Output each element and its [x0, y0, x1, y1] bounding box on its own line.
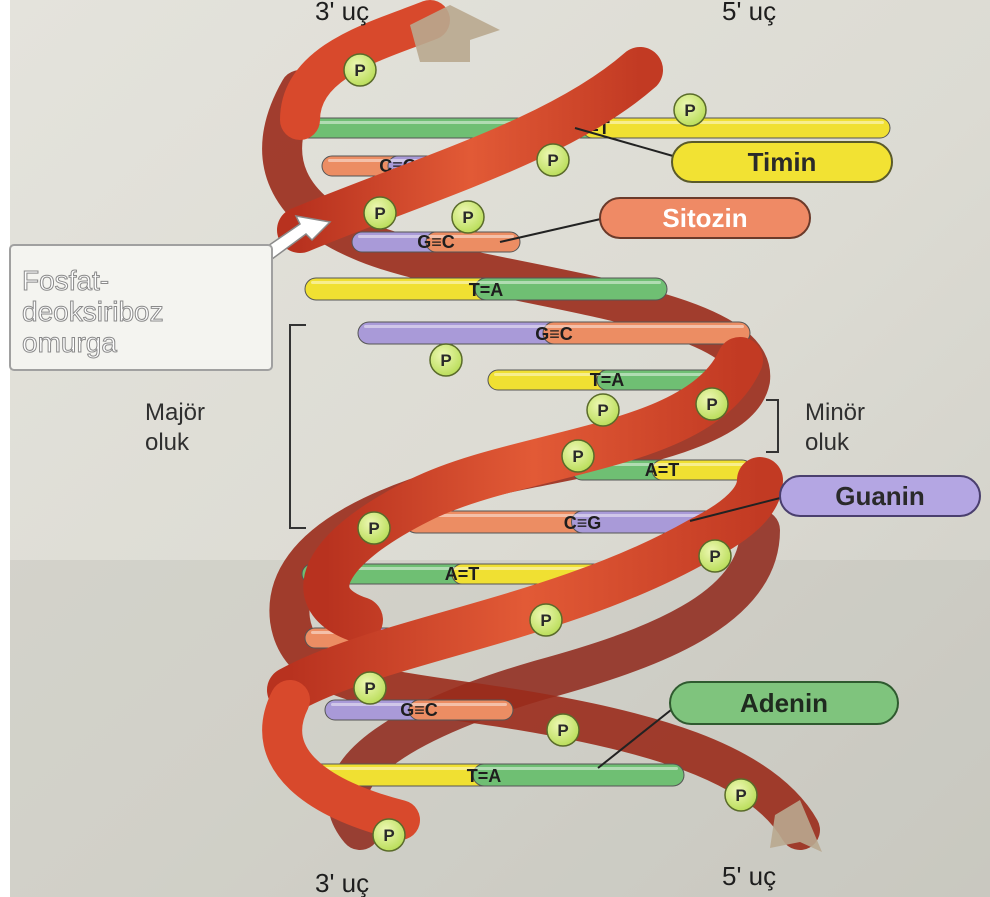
phosphate-label: P — [364, 679, 375, 698]
phosphate-label: P — [354, 61, 365, 80]
backbone-callout-line-1: Fosfat- — [22, 265, 109, 296]
base-pair-label: T=A — [469, 280, 504, 300]
phosphate-label: P — [374, 204, 385, 223]
phosphate-label: P — [462, 208, 473, 227]
phosphate-group: P — [430, 344, 462, 376]
phosphate-label: P — [597, 401, 608, 420]
phosphate-label: P — [547, 151, 558, 170]
phosphate-group: P — [547, 714, 579, 746]
minor-groove-label-1: Minör — [805, 399, 865, 426]
phosphate-group: P — [696, 388, 728, 420]
base-pair-label: G≡C — [400, 700, 438, 720]
end-label-bottom-right: 5' uç — [722, 861, 776, 891]
badge-timin-text: Timin — [748, 147, 817, 177]
backbone-callout-line-2: deoksiriboz — [22, 296, 164, 327]
phosphate-label: P — [572, 447, 583, 466]
minor-groove-label-2: oluk — [805, 429, 850, 456]
major-groove-label-1: Majör — [145, 399, 205, 426]
phosphate-group: P — [725, 779, 757, 811]
phosphate-label: P — [557, 721, 568, 740]
phosphate-group: P — [344, 54, 376, 86]
base-pair-label: A=T — [445, 564, 480, 584]
phosphate-group: P — [587, 394, 619, 426]
base-pair: G≡C — [325, 700, 513, 720]
phosphate-group: P — [452, 201, 484, 233]
phosphate-label: P — [368, 519, 379, 538]
base-pair-label: G≡C — [417, 232, 455, 252]
end-label-top-left: 3' uç — [315, 0, 369, 26]
phosphate-label: P — [706, 395, 717, 414]
base-pair: G≡C — [358, 322, 750, 344]
base-pair: T=A — [305, 278, 667, 300]
phosphate-label: P — [440, 351, 451, 370]
end-label-bottom-left: 3' uç — [315, 868, 369, 897]
phosphate-group: P — [674, 94, 706, 126]
phosphate-group: P — [537, 144, 569, 176]
base-pair-label: G≡C — [535, 324, 573, 344]
phosphate-group: P — [364, 197, 396, 229]
phosphate-label: P — [540, 611, 551, 630]
phosphate-label: P — [709, 547, 720, 566]
phosphate-group: P — [354, 672, 386, 704]
phosphate-label: P — [383, 826, 394, 845]
badge-guanin-text: Guanin — [835, 481, 925, 511]
badge-adenin-text: Adenin — [740, 688, 828, 718]
backbone-callout-line-3: omurga — [22, 327, 117, 358]
phosphate-group: P — [530, 604, 562, 636]
phosphate-label: P — [735, 786, 746, 805]
phosphate-group: P — [373, 819, 405, 851]
base-pair-label: T=A — [467, 766, 502, 786]
base-pair-label: T=A — [590, 370, 625, 390]
phosphate-group: P — [699, 540, 731, 572]
phosphate-group: P — [358, 512, 390, 544]
phosphate-label: P — [684, 101, 695, 120]
base-pair-label: C≡G — [564, 513, 602, 533]
badge-sitozin-text: Sitozin — [662, 203, 747, 233]
end-label-top-right: 5' uç — [722, 0, 776, 26]
base-pair: G≡C — [352, 232, 520, 252]
major-groove-label-2: oluk — [145, 429, 190, 456]
base-pair-label: A=T — [645, 460, 680, 480]
phosphate-group: P — [562, 440, 594, 472]
